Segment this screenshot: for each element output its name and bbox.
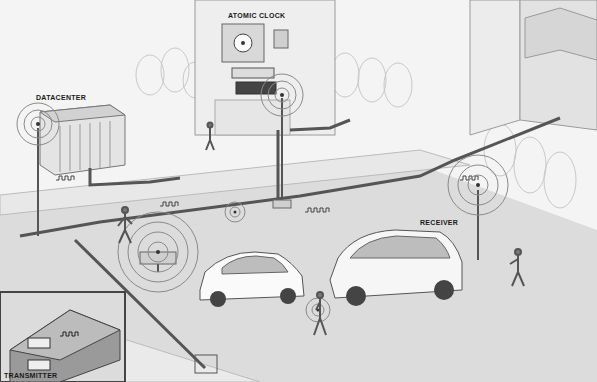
- part-label: ATOMIC CLOCK: [228, 12, 285, 20]
- part-label: RECEIVER: [420, 219, 458, 227]
- device-display: [28, 360, 50, 370]
- post: [37, 128, 39, 236]
- wheel: [210, 291, 226, 307]
- datacenter: [40, 105, 125, 175]
- device-top: [10, 310, 120, 360]
- signal-rings: [17, 74, 508, 322]
- receiver-car: [330, 230, 462, 306]
- tower-top: [525, 8, 597, 60]
- clock-panel: [222, 24, 264, 62]
- pulse: [56, 176, 74, 180]
- wire: [290, 120, 350, 130]
- post: [477, 190, 479, 260]
- part-label: DATACENTER: [36, 94, 86, 102]
- pulse: [60, 332, 78, 336]
- signal-pulses: [56, 176, 478, 212]
- tree: [384, 63, 412, 107]
- tower: [520, 0, 597, 130]
- panel: [274, 30, 288, 48]
- wheel: [280, 288, 296, 304]
- tree: [514, 137, 546, 193]
- wheel: [434, 280, 454, 300]
- car-window: [350, 236, 450, 258]
- pedestrians: [118, 123, 524, 336]
- display: [232, 68, 274, 78]
- car-window: [222, 256, 288, 274]
- inset-marker: [195, 355, 217, 373]
- transmitter-inset: [0, 292, 217, 382]
- entrance: [215, 100, 290, 135]
- tower: [470, 0, 520, 135]
- pulse: [460, 176, 478, 180]
- device-display: [28, 338, 50, 348]
- post: [281, 98, 283, 200]
- car: [200, 252, 304, 307]
- clock-face: [234, 34, 252, 52]
- posts: [38, 98, 478, 272]
- tree: [136, 55, 164, 95]
- server-stripes: [60, 121, 110, 172]
- wire: [90, 168, 180, 185]
- clock-center: [241, 41, 245, 45]
- pulse: [160, 202, 178, 206]
- wire: [277, 130, 280, 200]
- skyscrapers: [470, 0, 597, 135]
- antennas: [36, 93, 480, 312]
- pulse: [305, 208, 329, 212]
- inset-frame: [0, 292, 125, 382]
- roof: [40, 105, 125, 122]
- atomic-clock-building: [195, 0, 335, 135]
- datacenter-building: [40, 105, 125, 175]
- tree: [358, 58, 386, 102]
- wheel: [346, 286, 366, 306]
- building: [195, 0, 335, 135]
- transmitter-box: [273, 200, 291, 208]
- part-label: TRANSMITTER: [4, 372, 57, 380]
- transmitter-device: [10, 310, 120, 382]
- tree: [544, 152, 576, 208]
